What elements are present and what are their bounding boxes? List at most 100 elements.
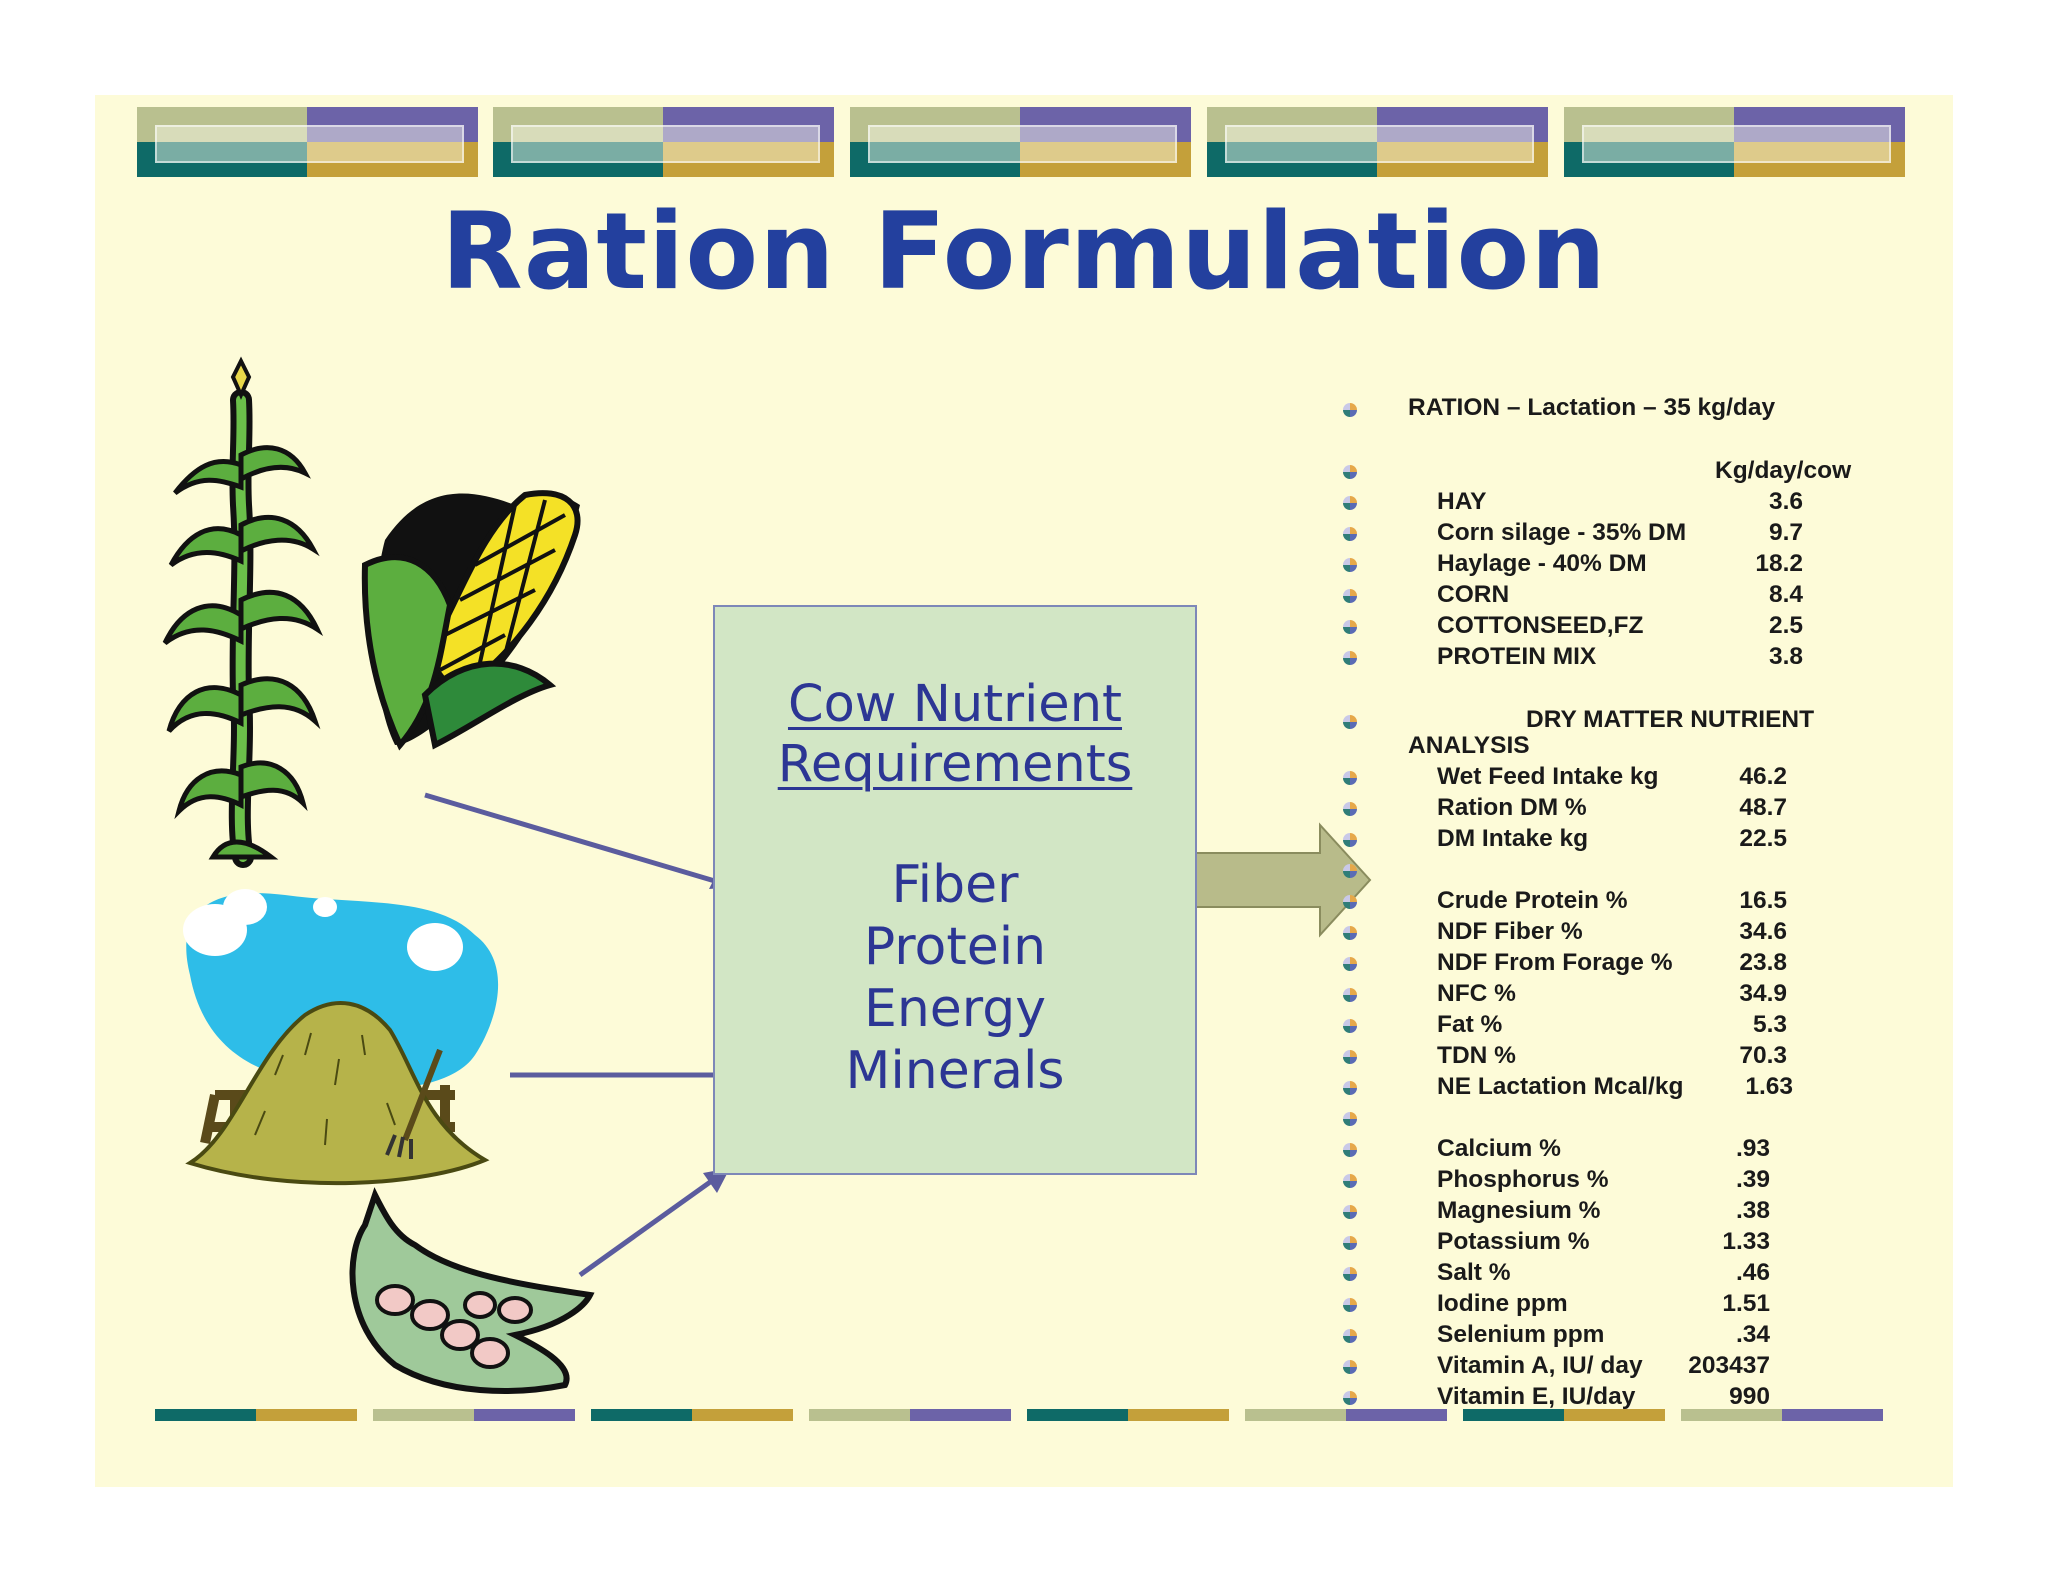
footer-segment	[1782, 1409, 1883, 1421]
bullet-icon	[1343, 496, 1357, 510]
nutrient-name: Fat %	[1437, 1011, 1503, 1038]
row-value: 2.5	[1768, 612, 1803, 639]
nutrient-name: NDF From Forage %	[1437, 949, 1673, 976]
ration-title: RATION – Lactation – 35 kg/day	[1408, 394, 1776, 421]
row-value: 203437	[1688, 1352, 1770, 1379]
unit-header: Kg/day/cow	[1715, 457, 1852, 484]
bullet-icon	[1343, 1391, 1357, 1405]
row-value: 34.9	[1739, 980, 1787, 1007]
footer-segment	[155, 1409, 256, 1421]
footer-segment	[474, 1409, 575, 1421]
bullet-icon	[1343, 465, 1357, 479]
row-value: .93	[1735, 1135, 1770, 1162]
mineral-name: Vitamin A, IU/ day	[1437, 1352, 1643, 1379]
footer-segment	[591, 1409, 692, 1421]
mineral-name: Salt %	[1437, 1259, 1511, 1286]
header-tile	[1564, 107, 1905, 177]
row-value: 46.2	[1739, 763, 1787, 790]
row-value: 70.3	[1739, 1042, 1787, 1069]
bullet-icon	[1343, 558, 1357, 572]
bullet-icon	[1343, 651, 1357, 665]
footer-segment	[910, 1409, 1011, 1421]
requirement-fiber: Fiber	[891, 855, 1019, 915]
bullet-icon	[1343, 864, 1357, 878]
arrow-soybean-to-requirements	[578, 1177, 715, 1278]
mineral-name: Phosphorus %	[1437, 1166, 1609, 1193]
row-value: 23.8	[1739, 949, 1787, 976]
row-value: 9.7	[1768, 519, 1803, 546]
bullet-icon	[1343, 957, 1357, 971]
bullet-icon	[1343, 1298, 1357, 1312]
footer-segment	[1681, 1409, 1782, 1421]
corn-cob-illustration	[361, 490, 581, 751]
row-value: .46	[1735, 1259, 1770, 1286]
bullet-icon	[1343, 771, 1357, 785]
feed-name: Corn silage - 35% DM	[1437, 519, 1687, 546]
header-tile	[493, 107, 834, 177]
row-value: 16.5	[1739, 887, 1787, 914]
row-value: .39	[1735, 1166, 1770, 1193]
feed-name: COTTONSEED,FZ	[1437, 612, 1644, 639]
row-value: 1.33	[1722, 1228, 1770, 1255]
intake-name: Ration DM %	[1437, 794, 1587, 821]
row-value: 22.5	[1739, 825, 1787, 852]
arrow-corn-to-requirements	[424, 792, 736, 890]
mineral-name: Potassium %	[1437, 1228, 1590, 1255]
footer-segment	[1245, 1409, 1346, 1421]
bullet-icon	[1343, 1236, 1357, 1250]
nutrient-name: NE Lactation Mcal/kg	[1437, 1073, 1684, 1100]
nutrient-name: TDN %	[1437, 1042, 1516, 1069]
bullet-icon	[1343, 802, 1357, 816]
bullet-icon	[1343, 527, 1357, 541]
bullet-icon	[1343, 1112, 1357, 1126]
illustration-layer	[162, 356, 1372, 1394]
bullet-icon	[1343, 926, 1357, 940]
bullet-icon	[1343, 589, 1357, 603]
row-value: .34	[1735, 1321, 1770, 1348]
row-value: 48.7	[1739, 794, 1787, 821]
bullet-icon	[1343, 1205, 1357, 1219]
row-value: 3.6	[1768, 488, 1803, 515]
mineral-name: Magnesium %	[1437, 1197, 1601, 1224]
bullet-icon	[1343, 1360, 1357, 1374]
feed-name: CORN	[1437, 581, 1510, 608]
row-value: 18.2	[1755, 550, 1803, 577]
mineral-name: Selenium ppm	[1437, 1321, 1605, 1348]
corn-stalk-illustration	[162, 356, 324, 868]
intake-name: DM Intake kg	[1437, 825, 1589, 852]
cow-nutrient-requirements-box: Cow Nutrient Requirements Fiber Protein …	[713, 605, 1197, 1175]
nutrient-name: NFC %	[1437, 980, 1516, 1007]
bullet-icon	[1343, 1267, 1357, 1281]
footer-segment	[373, 1409, 474, 1421]
feed-name: PROTEIN MIX	[1437, 643, 1597, 670]
footer-segment	[256, 1409, 357, 1421]
slide: Ration Formulation	[95, 95, 1953, 1487]
feed-name: Haylage - 40% DM	[1437, 550, 1647, 577]
header-tile	[1207, 107, 1548, 177]
row-value: 1.51	[1722, 1290, 1770, 1317]
row-value: 34.6	[1739, 918, 1787, 945]
footer-segment	[1128, 1409, 1229, 1421]
mineral-name: Vitamin E, IU/day	[1437, 1383, 1636, 1410]
feed-name: HAY	[1437, 488, 1487, 515]
row-value: .38	[1735, 1197, 1770, 1224]
row-value: 5.3	[1752, 1011, 1787, 1038]
mineral-name: Iodine ppm	[1437, 1290, 1568, 1317]
bullet-icon	[1343, 1050, 1357, 1064]
soybean-pod-illustration	[349, 1187, 595, 1394]
footer-segment	[1346, 1409, 1447, 1421]
bullet-icon	[1343, 988, 1357, 1002]
bullet-icon	[1343, 715, 1357, 729]
row-value: 8.4	[1768, 581, 1803, 608]
header-tile	[137, 107, 478, 177]
row-value: 990	[1729, 1383, 1770, 1410]
nutrient-name: Crude Protein %	[1437, 887, 1628, 914]
bullet-icon	[1343, 403, 1357, 417]
bullet-icon	[1343, 1019, 1357, 1033]
analysis-title: DRY MATTER NUTRIENT	[1526, 706, 1815, 733]
footer-segment	[1564, 1409, 1665, 1421]
footer-segment	[809, 1409, 910, 1421]
bullet-icon	[1343, 833, 1357, 847]
header-tile	[850, 107, 1191, 177]
bullet-icon	[1343, 1174, 1357, 1188]
